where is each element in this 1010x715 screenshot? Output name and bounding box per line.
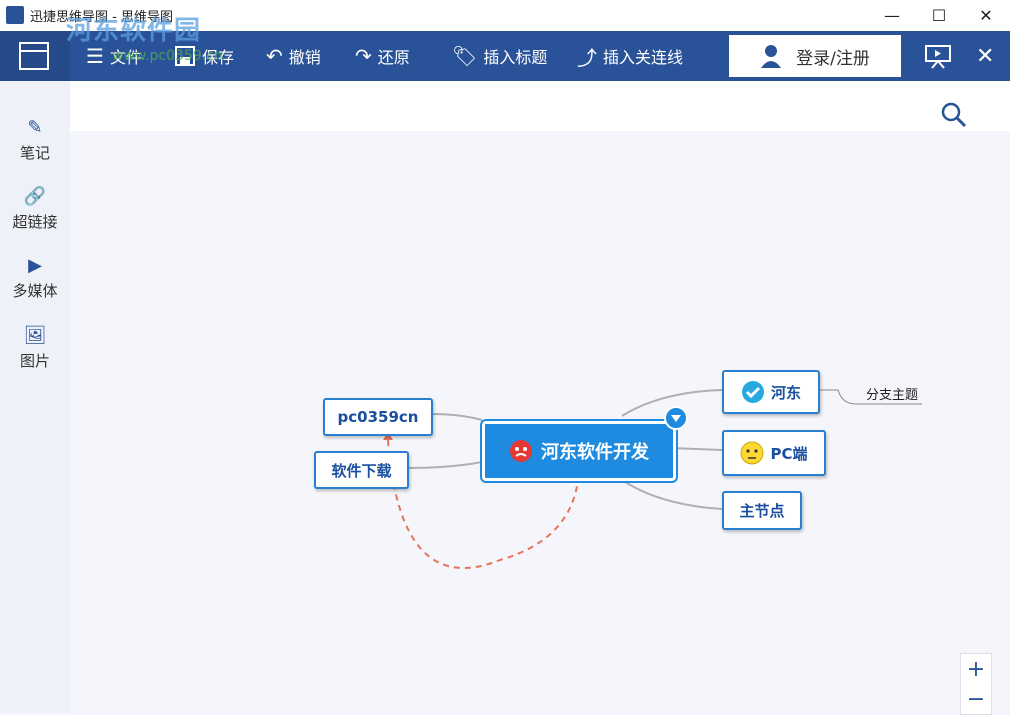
sidebar-item-label: 超链接 <box>12 213 58 231</box>
file-label: 文件 <box>109 48 142 67</box>
insert-title-label: 插入标题 <box>483 48 548 67</box>
presentation-button[interactable] <box>924 31 952 81</box>
connector-line <box>818 389 922 405</box>
central-topic-label: 河东软件开发 <box>541 442 649 463</box>
zoom-in-button[interactable]: + <box>966 656 986 682</box>
connector-line <box>621 389 723 417</box>
app-icon <box>6 6 24 24</box>
zoom-out-button[interactable]: − <box>966 686 986 712</box>
save-label: 保存 <box>202 48 235 67</box>
zoom-controls: + − <box>960 653 992 715</box>
login-button[interactable]: 登录/注册 <box>729 35 901 77</box>
connector-line <box>431 413 483 421</box>
minimize-button[interactable]: — <box>884 6 900 25</box>
close-editor-button[interactable]: ✕ <box>976 43 995 69</box>
topic-label: PC端 <box>770 444 808 463</box>
watermark: 河东软件园 <box>66 16 202 46</box>
undo-label: 撤销 <box>288 48 321 67</box>
login-label: 登录/注册 <box>796 48 870 69</box>
redo-icon: ↷ <box>355 44 372 68</box>
window-title: 迅捷思维导图 - 思维导图 <box>30 10 173 25</box>
sidebar-item-hyperlink[interactable]: 🔗 超链接 <box>0 186 70 232</box>
collapse-toggle-icon[interactable] <box>664 406 688 430</box>
arrow-icon <box>383 432 393 440</box>
curve-arrow-icon: ⤴ <box>577 45 597 70</box>
film-icon: ▶ <box>28 255 42 276</box>
connector-line <box>407 461 483 469</box>
topic-label: 主节点 <box>739 502 785 520</box>
topic-node[interactable]: pc0359cn <box>323 398 433 436</box>
sidebar-item-label: 笔记 <box>19 144 50 162</box>
relation-line <box>387 439 579 569</box>
file-button[interactable]: ☰ 文件 <box>86 31 142 81</box>
save-button[interactable]: 保存 <box>174 31 234 81</box>
image-icon: 🖼 <box>23 325 47 346</box>
redo-button[interactable]: ↷ 还原 <box>355 31 410 81</box>
branch-topic[interactable]: 分支主题 <box>866 388 919 403</box>
logo-icon <box>19 42 49 70</box>
angry-face-icon <box>510 440 532 462</box>
watermark-url: www.pc0359.cn <box>112 48 223 64</box>
search-icon[interactable] <box>940 101 968 129</box>
tag-icon: 🏷 <box>452 44 478 68</box>
undo-button[interactable]: ↶ 撤销 <box>266 31 321 81</box>
central-topic[interactable]: 河东软件开发 <box>480 419 678 483</box>
user-icon <box>761 45 782 68</box>
topic-node[interactable]: 河东 <box>722 370 820 414</box>
insert-title-button[interactable]: 🏷 插入标题 <box>452 31 547 81</box>
pencil-icon: ✎ <box>27 117 43 138</box>
sidebar-item-notes[interactable]: ✎ 笔记 <box>0 117 70 163</box>
title-bar: 迅捷思维导图 - 思维导图 — ☐ ✕ <box>0 0 1010 31</box>
connector-line <box>669 447 723 451</box>
presentation-icon <box>925 45 951 69</box>
connector-line <box>621 479 723 510</box>
maximize-button[interactable]: ☐ <box>931 6 947 25</box>
sidebar-item-media[interactable]: ▶ 多媒体 <box>0 255 70 301</box>
topic-node[interactable]: PC端 <box>722 430 826 476</box>
topic-node[interactable]: 主节点 <box>722 491 802 530</box>
sidebar-item-label: 多媒体 <box>12 282 58 300</box>
top-strip <box>70 81 1010 131</box>
close-window-button[interactable]: ✕ <box>979 6 993 25</box>
topic-label: 河东 <box>770 383 801 402</box>
menu-icon: ☰ <box>86 44 104 68</box>
sidebar: ✎ 笔记 🔗 超链接 ▶ 多媒体 🖼 图片 <box>0 81 70 713</box>
topic-label: 软件下载 <box>331 461 392 480</box>
redo-label: 还原 <box>377 48 410 67</box>
undo-icon: ↶ <box>266 44 283 68</box>
insert-link-button[interactable]: ⤴ 插入关连线 <box>577 31 683 81</box>
sidebar-item-image[interactable]: 🖼 图片 <box>0 325 70 371</box>
save-icon <box>175 46 195 66</box>
topic-label: pc0359cn <box>337 408 419 426</box>
app-logo <box>0 31 70 81</box>
check-icon <box>741 381 764 403</box>
link-icon: 🔗 <box>23 186 47 207</box>
sad-face-icon <box>740 441 764 465</box>
insert-link-label: 插入关连线 <box>603 48 684 67</box>
sidebar-item-label: 图片 <box>19 352 50 370</box>
topic-node[interactable]: 软件下载 <box>314 451 409 489</box>
